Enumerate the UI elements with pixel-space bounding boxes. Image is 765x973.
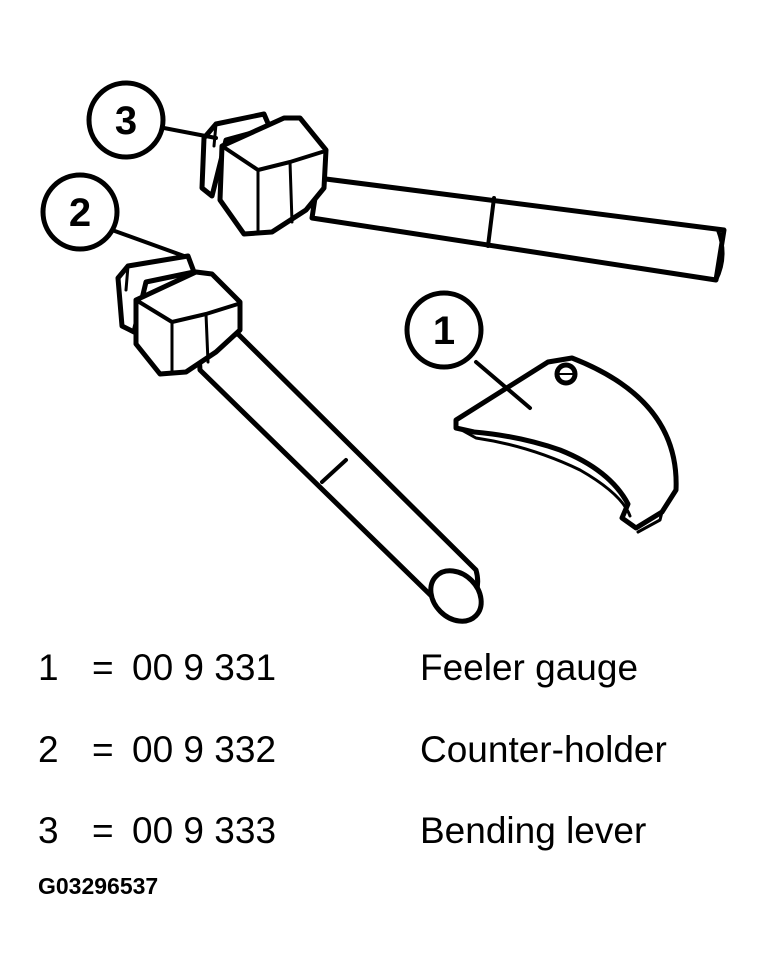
legend-row-counter-holder: 2 = 00 9 332 Counter-holder: [0, 725, 765, 775]
legend-part-number: 00 9 333: [132, 810, 277, 851]
legend-equals: =: [92, 810, 114, 851]
figure-code: G03296537: [38, 873, 159, 899]
bending-lever-tool: [162, 111, 727, 283]
legend-description: Bending lever: [420, 810, 647, 851]
legend-equals: =: [92, 729, 114, 770]
legend-row-feeler-gauge: 1 = 00 9 331 Feeler gauge: [0, 643, 765, 693]
legend-equals: =: [92, 647, 114, 688]
callout-label-3: 3: [115, 99, 137, 143]
legend-part-number: 00 9 332: [132, 729, 277, 770]
counter-holder-tool: [110, 228, 484, 624]
callout-circle-3: [86, 80, 166, 160]
callout-label-2: 2: [69, 191, 91, 235]
tools-illustration: 3 2 1: [40, 80, 727, 624]
legend-number: 3: [38, 810, 59, 851]
legend-description: Feeler gauge: [420, 647, 639, 688]
legend-row-bending-lever: 3 = 00 9 333 Bending lever: [0, 806, 765, 856]
legend-part-number: 00 9 331: [132, 647, 277, 688]
legend-number: 2: [38, 729, 59, 770]
callout-circle-2: [40, 172, 120, 252]
callout-circle-1: [404, 290, 484, 370]
legend-description: Counter-holder: [420, 729, 667, 770]
legend-number: 1: [38, 647, 59, 688]
callout-label-1: 1: [433, 309, 455, 353]
feeler-gauge-tool: [453, 355, 679, 534]
